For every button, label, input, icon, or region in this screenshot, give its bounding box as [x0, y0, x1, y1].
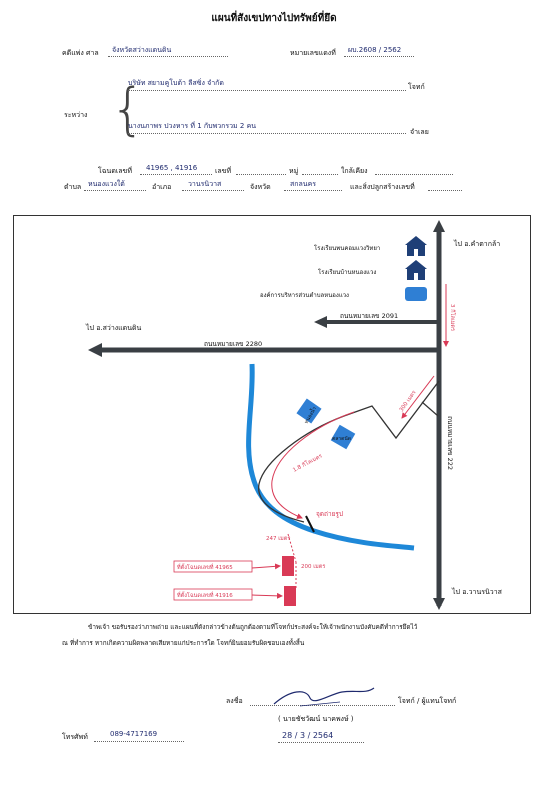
dist-200m-label: 200 เมตร [301, 564, 325, 570]
defendant-name: นางนภาพร ปวงหาร ที่ 1 กับพวกรวม 2 คน [128, 122, 257, 130]
amphoe-value: วานรนิวาส [188, 180, 222, 188]
to-sawang-label: ไป อ.สว่างแดนดิน [85, 323, 142, 332]
amphoe-label: อำเภอ [152, 183, 172, 191]
school-1-icon [405, 236, 427, 256]
plot-41916-label: ที่ตั้งโฉนดเลขที่ 41916 [177, 591, 234, 599]
province-value: สกลนคร [290, 180, 317, 188]
deed-label: โฉนดเลขที่ [98, 167, 132, 175]
court-label: คดีแพ่ง ศาล [62, 49, 99, 57]
between-label: ระหว่าง [64, 111, 88, 119]
sketch-map: ไป อ.คำตากล้า ไป อ.สว่างแดนดิน ไป อ.วานร… [13, 215, 531, 614]
school-2-icon [405, 260, 427, 280]
dist-3km-label: 3 กิโลเมตร [449, 304, 457, 331]
sao-office-label: องค์การบริหารส่วนตำบลหนองแวง [260, 291, 349, 299]
photo-point-marker [305, 515, 315, 533]
certify-line-1: ข้าพเจ้า ขอรับรองว่าภาพถ่าย และแผนที่ดัง… [88, 623, 418, 631]
building-label: และสิ่งปลูกสร้างเลขที่ [350, 183, 415, 191]
plot-41916-marker [284, 586, 296, 606]
deed-value: 41965 , 41916 [146, 164, 198, 172]
signer-name: ( นายชัชวัฒน์ นาคพงษ์ ) [278, 715, 354, 723]
dist-18km-label: 1.8 กิโลเมตร [291, 452, 323, 474]
river [246, 363, 415, 551]
sign-date: 28 / 3 / 2564 [282, 731, 334, 740]
plot-41965-label: ที่ตั้งโฉนดเลขที่ 41965 [177, 563, 234, 571]
province-label: จังหวัด [250, 183, 271, 191]
road-2091-label: ถนนหมายเลข 2091 [340, 312, 398, 320]
plot-41965-marker [282, 556, 294, 576]
pond-icon [296, 398, 322, 424]
sign-label: ลงชื่อ [226, 697, 243, 705]
sign-role: โจทก์ / ผู้แทนโจทก์ [398, 697, 457, 705]
dist-247m-label: 247 เมตร [266, 536, 290, 542]
handwritten-signature [273, 687, 375, 707]
case-no-label: หมายเลขแดงที่ [290, 49, 336, 57]
village-icon [330, 424, 356, 450]
house-no-label: เลขที่ [215, 167, 232, 175]
to-kham-ta-kla-label: ไป อ.คำตากล้า [453, 239, 500, 248]
school-2-label: โรงเรียนบ้านหนองแวง [318, 268, 376, 276]
photo-point-label: จุดถ่ายรูป [316, 510, 343, 518]
defendant-role: จำเลย [410, 128, 429, 136]
phone-label: โทรศัพท์ [62, 733, 88, 741]
side-road [258, 380, 440, 523]
court-value: จังหวัดสว่างแดนดิน [112, 46, 172, 54]
road-2280-label: ถนนหมายเลข 2280 [204, 340, 262, 348]
road-222-label: ถนนหมายเลข 222 [446, 416, 454, 470]
page-title: แผนที่สังเขปทางไปทรัพย์ที่ยึด [211, 13, 337, 24]
village-label: ตลาดนัด [332, 436, 351, 442]
school-1-label: โรงเรียนพนคอมแวงวิทยา [314, 244, 380, 252]
tambon-label: ตำบล [64, 183, 82, 191]
to-wanon-label: ไป อ.วานรนิวาส [451, 587, 503, 596]
certify-line-2: ณ ที่ทำการ หากเกิดความผิดพลาดเสียหายแก่ป… [62, 639, 305, 647]
case-no-value: ผบ.2608 / 2562 [348, 46, 402, 54]
moo-label: หมู่ [289, 167, 299, 175]
sao-office-icon [405, 287, 427, 301]
near-label: ใกล้เคียง [341, 167, 368, 175]
tambon-value: หนองแวงใต้ [88, 180, 125, 188]
plaintiff-role: โจทก์ [408, 83, 425, 91]
phone-value: 089-4717169 [110, 730, 158, 738]
plaintiff-name: บริษัท สยามคูโบต้า ลีสซิ่ง จำกัด [128, 79, 224, 87]
